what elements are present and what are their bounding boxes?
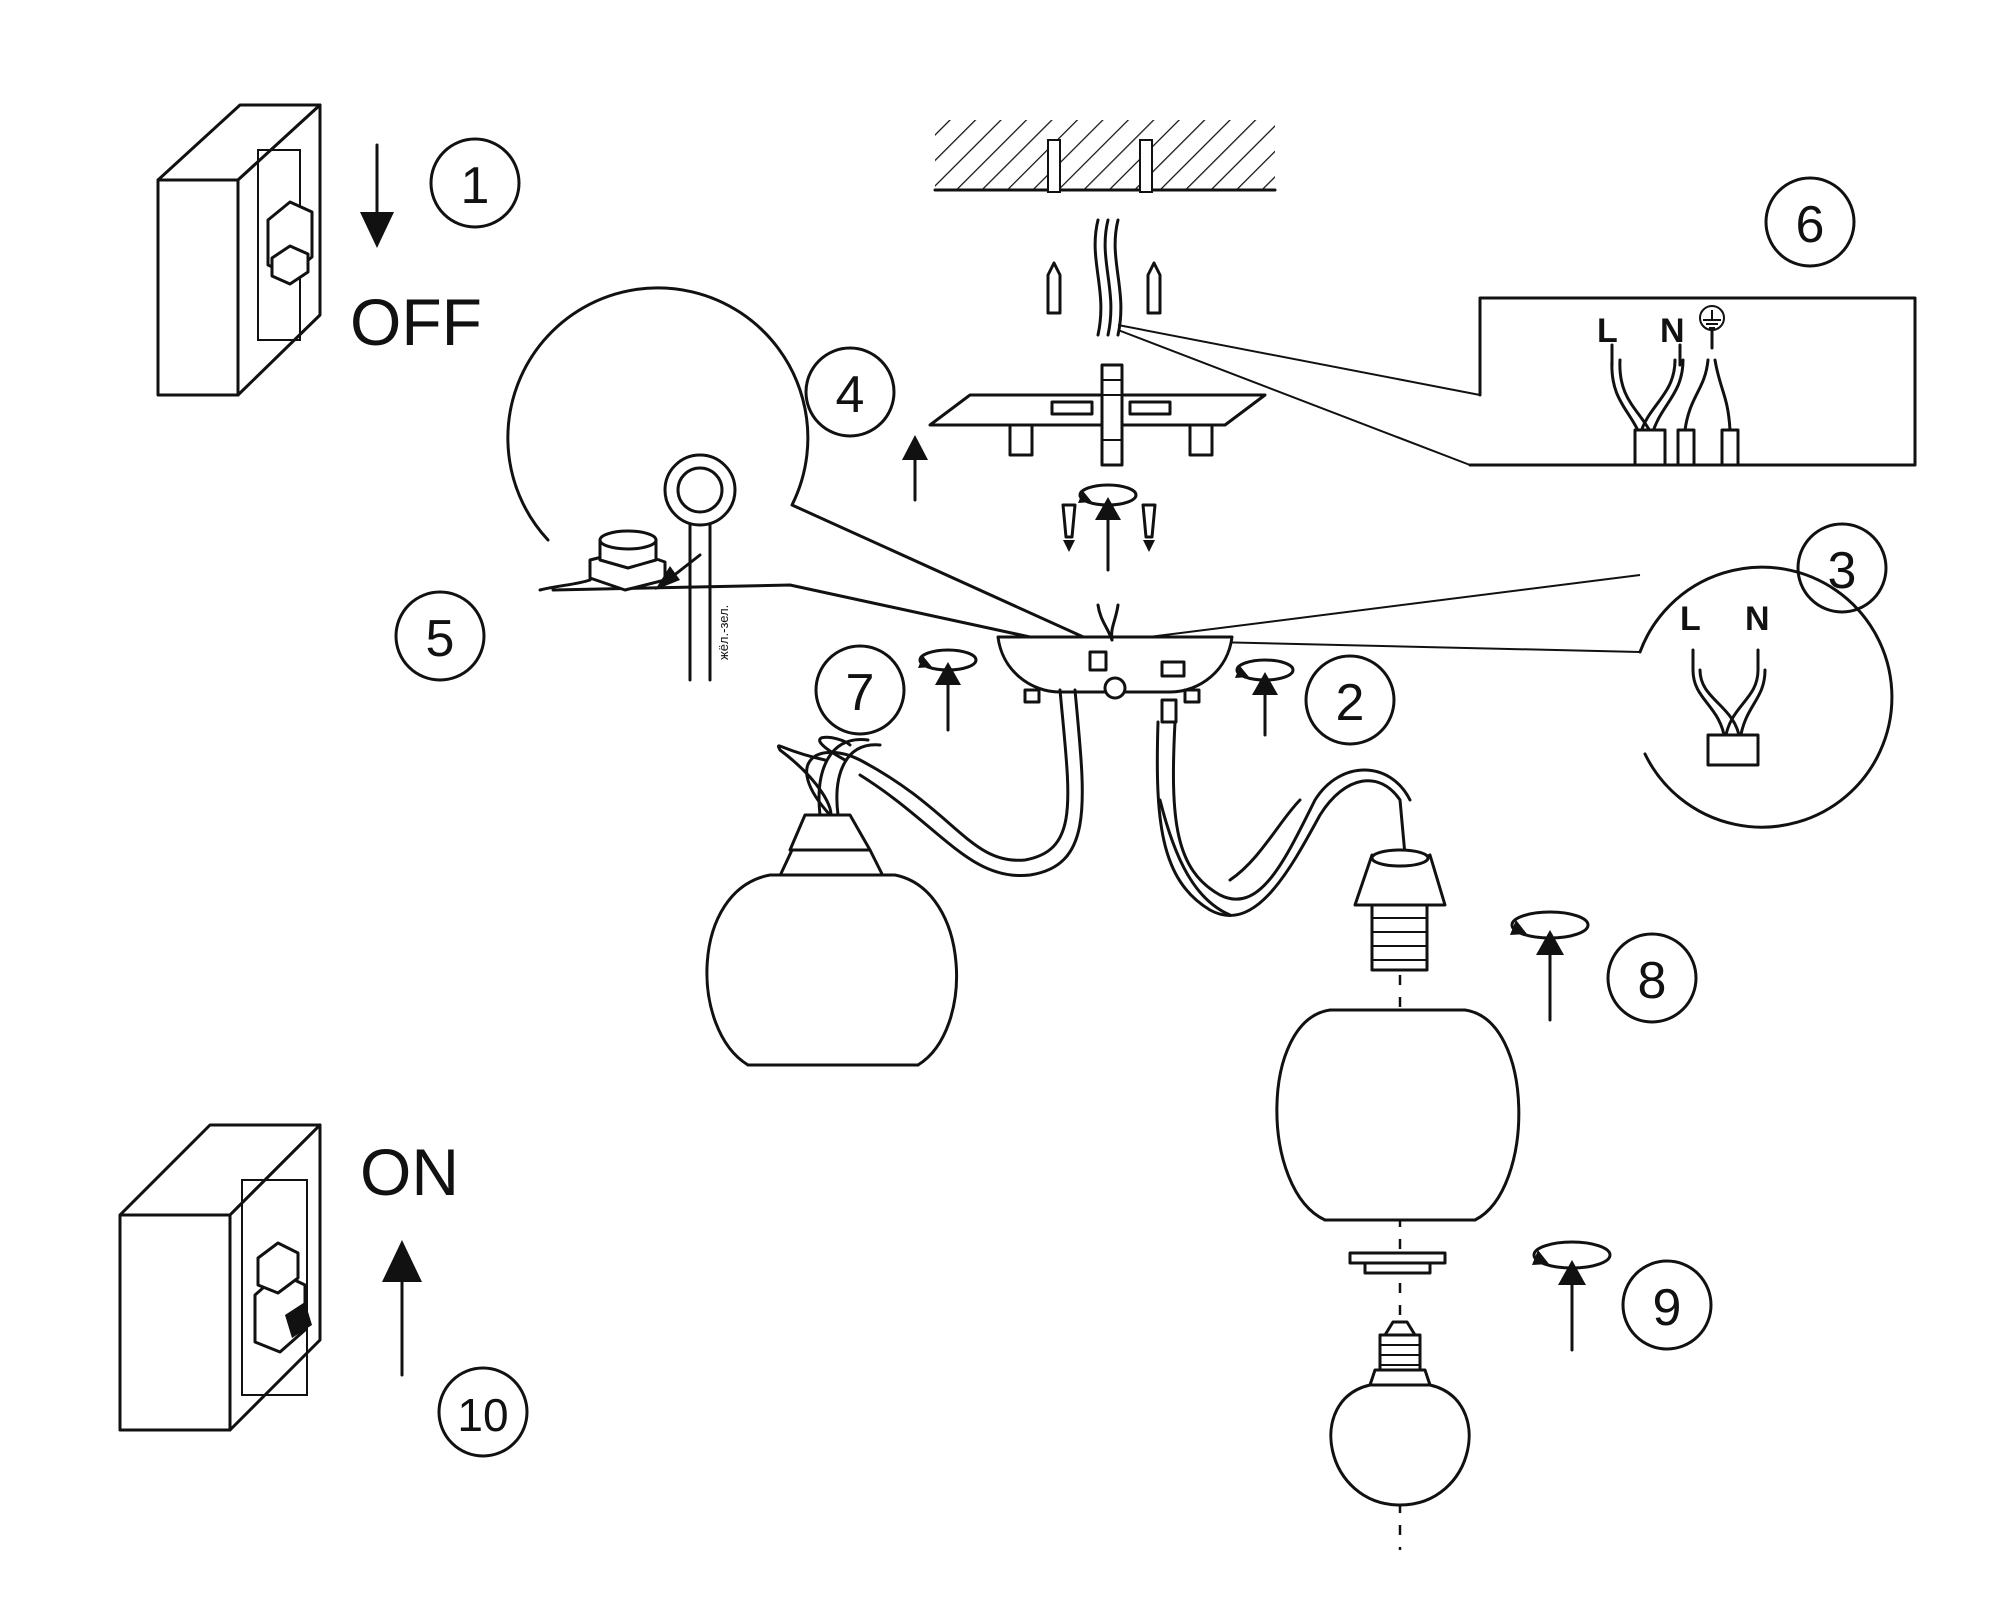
step-7-badge: 7 [814, 644, 906, 736]
svg-text:6: 6 [1796, 196, 1825, 254]
svg-text:10: 10 [457, 1389, 508, 1441]
step-10-badge: 10 [437, 1366, 529, 1458]
step-4-badge: 4 [804, 346, 896, 438]
earth-ring-terminal [663, 453, 737, 682]
right-arm [1155, 698, 1412, 917]
ceiling [933, 120, 1277, 193]
step-3-badge: 3 [1796, 522, 1888, 614]
svg-text:3: 3 [1828, 542, 1857, 600]
svg-text:5: 5 [426, 610, 455, 668]
svg-text:8: 8 [1638, 952, 1667, 1010]
arrow-up-on [382, 1240, 422, 1377]
step-6-neutral-label: N [1660, 312, 1685, 350]
step-6-badge: 6 [1764, 176, 1856, 268]
earth-nut [538, 529, 667, 592]
on-label: ON [360, 1135, 459, 1209]
rotate-arrow-9 [1532, 1240, 1612, 1352]
earth-wire-label: жёл.-зел. [716, 605, 731, 660]
rotate-arrow-7 [918, 648, 978, 732]
right-shade [1275, 1008, 1521, 1222]
step-3-live-label: L [1680, 600, 1701, 638]
step-3-neutral-label: N [1745, 600, 1770, 638]
step-3-callout [1124, 565, 1894, 829]
step-9-badge: 9 [1621, 1259, 1713, 1351]
step-6-live-label: L [1597, 312, 1618, 350]
rotate-arrow-8 [1510, 910, 1590, 1022]
arrow-down-off [360, 143, 394, 248]
step-6-callout [1117, 296, 1917, 467]
left-shade [705, 813, 958, 1067]
off-label: OFF [350, 285, 482, 359]
svg-text:2: 2 [1336, 674, 1365, 732]
rotate-arrow-2 [1235, 658, 1295, 737]
svg-text:9: 9 [1653, 1279, 1682, 1337]
socket [1353, 848, 1447, 972]
switch-on [118, 1123, 322, 1432]
step-8-badge: 8 [1606, 932, 1698, 1024]
arrow-diagonal-5 [655, 553, 702, 590]
left-arm [776, 688, 1084, 878]
earth-icon [1699, 305, 1725, 350]
svg-text:4: 4 [836, 366, 865, 424]
rotate-arrow-center [1078, 483, 1138, 572]
step-5-badge: 5 [394, 590, 486, 682]
shade-ring [1348, 1251, 1447, 1275]
svg-text:7: 7 [846, 664, 875, 722]
ceiling-wires [1093, 218, 1123, 337]
step-1-badge: 1 [429, 137, 521, 229]
step-3-wiring [1691, 648, 1767, 767]
step-5-callout [506, 286, 1092, 652]
bulb [1329, 1320, 1471, 1507]
svg-text:1: 1 [461, 157, 490, 215]
switch-off [156, 103, 322, 397]
arrow-up-4 [902, 435, 928, 502]
mounting-bar [928, 363, 1267, 467]
step-2-badge: 2 [1304, 654, 1396, 746]
screws [1061, 503, 1157, 552]
wall-plugs [1046, 261, 1162, 315]
step-6-wiring [1610, 343, 1740, 467]
chandelier-canopy [996, 603, 1234, 704]
